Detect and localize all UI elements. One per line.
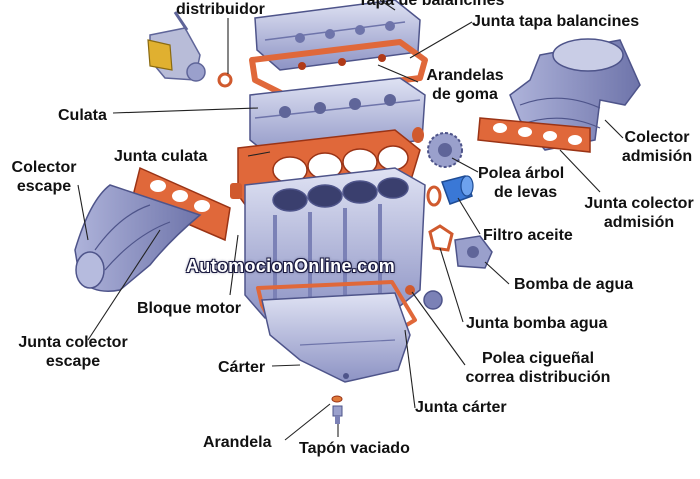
label-filtro-aceite: Filtro aceite: [483, 227, 573, 244]
label-junta-colector-escape-line2: escape: [45, 353, 101, 370]
label-arandela: Arandela: [203, 434, 272, 451]
label-distribuidor: distribuidor: [176, 1, 265, 18]
label-colector-escape-line2: escape: [16, 178, 72, 195]
label-bomba-agua: Bomba de agua: [514, 276, 634, 293]
intake-manifold-part: [509, 38, 641, 151]
leader-lines: [77, 0, 624, 441]
label-arandelas-line2: de goma: [432, 86, 498, 103]
exhaust-gasket-ports: [150, 180, 210, 212]
intake-gasket-ports: [493, 123, 582, 145]
label-colector-admision: Colector admisión: [618, 128, 696, 166]
oil-filter-part: [426, 175, 474, 207]
label-polea-arbol-line2: de levas: [494, 184, 558, 201]
label-colector-escape-line1: Colector: [11, 159, 77, 176]
water-pump-gasket-part: [428, 224, 454, 252]
label-colector-admision-line2: admisión: [621, 148, 693, 165]
drain-plug-part: [332, 405, 343, 424]
label-junta-culata: Junta culata: [114, 148, 208, 165]
label-colector-admision-line1: Colector: [624, 129, 690, 146]
label-polea-arbol-levas: Polea árbol de levas: [478, 164, 564, 202]
camshaft-pulley-part: [427, 132, 463, 168]
label-arandelas-line1: Arandelas: [426, 67, 504, 84]
distributor-part: [147, 11, 233, 88]
label-polea-ciguenal-line1: Polea cigueñal: [481, 350, 595, 367]
valve-cover-gasket-part: [249, 39, 428, 98]
exhaust-manifold-part: [74, 184, 202, 292]
label-polea-ciguenal: Polea cigueñal correa distribución: [452, 349, 624, 387]
label-junta-colector-admision-line2: admisión: [603, 214, 675, 231]
drain-washer-part: [331, 395, 343, 403]
label-junta-carter: Junta cárter: [415, 399, 507, 416]
label-carter: Cárter: [218, 359, 266, 376]
crank-pulley-part: [405, 285, 443, 310]
label-junta-colector-admision: Junta colector admisión: [580, 194, 698, 232]
label-junta-colector-admision-line1: Junta colector: [584, 195, 694, 212]
label-junta-colector-escape: Junta colector escape: [10, 333, 136, 371]
water-pump-part: [454, 235, 493, 269]
label-culata: Culata: [58, 107, 107, 124]
label-junta-bomba-agua: Junta bomba agua: [466, 315, 608, 332]
label-tapa-balancines: Tapa de balancines: [358, 0, 505, 9]
label-arandelas-de-goma: Arandelas de goma: [418, 66, 512, 104]
block-plug: [230, 183, 242, 199]
label-polea-arbol-line1: Polea árbol: [478, 165, 565, 182]
label-colector-escape: Colector escape: [4, 158, 84, 196]
label-bloque-motor: Bloque motor: [137, 300, 241, 317]
label-junta-colector-escape-line1: Junta colector: [18, 334, 128, 351]
rubber-washers-part: [298, 54, 386, 70]
label-polea-ciguenal-line2: correa distribución: [465, 369, 611, 386]
label-tapon-vaciado: Tapón vaciado: [299, 440, 410, 457]
label-junta-tapa-balancines: Junta tapa balancines: [472, 13, 640, 30]
watermark: AutomocionOnline.com: [186, 256, 396, 276]
distributor-oring: [217, 72, 233, 88]
oil-pan-part: [261, 292, 411, 383]
engine-block-part: [244, 167, 426, 319]
